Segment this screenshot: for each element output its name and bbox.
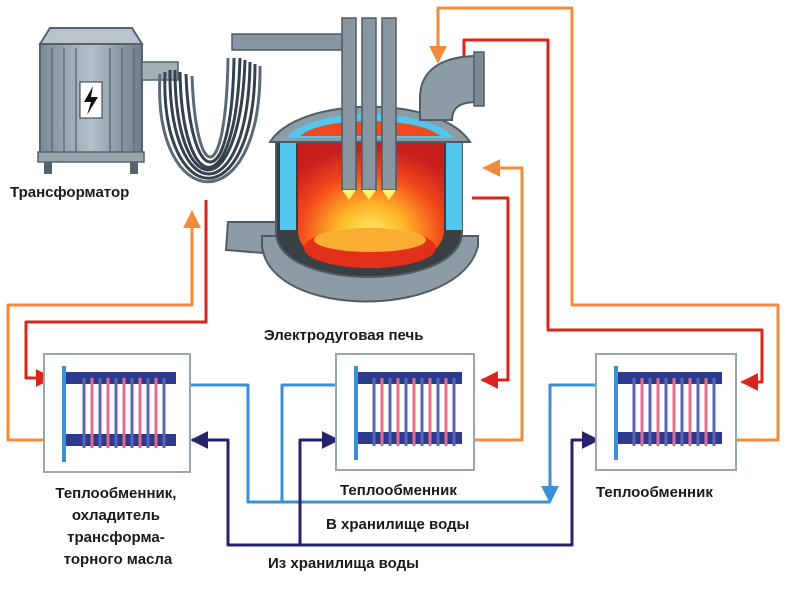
heat-exchanger-right-label: Теплообменник (596, 484, 713, 501)
hx-left-label-line-4: торного масла (64, 551, 173, 568)
orange-line-right-to-duct (429, 6, 780, 442)
pipe-network (6, 6, 780, 547)
red-line-duct-to-right (462, 38, 764, 391)
to-storage-label: В хранилище воды (326, 516, 469, 533)
from-storage-label: Из хранилища воды (268, 555, 419, 572)
navy-branch-middle (298, 431, 340, 545)
transformer-label: Трансформатор (10, 184, 129, 201)
heat-exchanger-middle-label: Теплообменник (340, 482, 457, 499)
electrodes (341, 17, 397, 200)
red-line-furnace-to-middle (472, 196, 510, 389)
heat-exchanger-left-label: Теплообменник, охладитель трансформа- то… (55, 485, 180, 568)
blue-line-to-storage (190, 383, 550, 504)
cable-bundle (158, 57, 262, 184)
electrode-arm (231, 33, 351, 51)
orange-line-middle-to-furnace (472, 159, 524, 442)
blue-branch-middle (280, 383, 338, 502)
transformer (37, 27, 179, 174)
heat-exchanger-right (595, 353, 737, 471)
heat-exchanger-middle (335, 353, 475, 471)
hx-left-label-line-2: охладитель (72, 507, 160, 524)
furnace-label: Электродуговая печь (264, 327, 423, 344)
orange-line-transformer-out (6, 210, 201, 442)
red-line-transformer-return (24, 200, 208, 387)
heat-exchanger-left (43, 353, 191, 473)
hx-left-label-line-1: Теплообменник, (55, 485, 176, 502)
gas-exhaust-duct (419, 51, 485, 121)
hx-left-label-line-3: трансформа- (67, 529, 165, 546)
navy-line-from-storage (190, 431, 592, 547)
lightning-bolt-icon (79, 81, 103, 119)
blue-branch-right (541, 383, 598, 504)
